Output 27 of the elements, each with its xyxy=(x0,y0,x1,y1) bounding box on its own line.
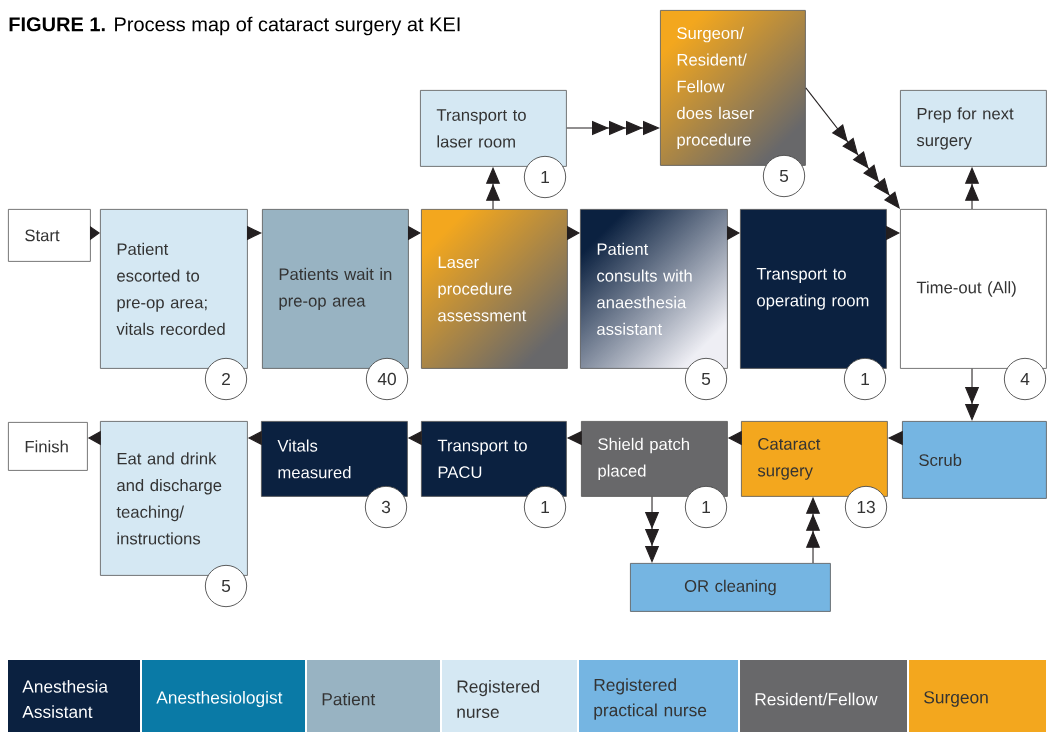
legend-item: Surgeon xyxy=(909,660,1046,732)
process-box: Prep for next surgery xyxy=(900,90,1047,167)
process-box: Shield patch placed xyxy=(581,421,728,497)
process-box: Laser procedure assessment xyxy=(421,209,568,369)
process-box: Start xyxy=(8,209,91,262)
process-box: Patients wait in pre-op area xyxy=(262,209,409,369)
process-box: Cataract surgery xyxy=(741,421,888,497)
process-box: Transport to laser room xyxy=(420,90,567,167)
arrow xyxy=(805,87,900,209)
legend-item: Resident/Fellow xyxy=(740,660,907,732)
legend-item: Anesthesia Assistant xyxy=(8,660,140,732)
legend-item: Anesthesiologist xyxy=(142,660,305,732)
process-box: Patient consults with anaesthesia assistant xyxy=(580,209,728,369)
process-box: Vitals measured xyxy=(261,421,408,497)
legend-item: Registered nurse xyxy=(442,660,577,732)
process-box: Time-out (All) xyxy=(900,209,1047,369)
process-box: Scrub xyxy=(902,421,1047,499)
process-box: Transport to operating room xyxy=(740,209,887,369)
process-box: Transport to PACU xyxy=(421,421,567,497)
legend-item: Registered practical nurse xyxy=(579,660,738,732)
process-box: Patient escorted to pre-op area; vitals recorded xyxy=(100,209,248,369)
process-box: OR cleaning xyxy=(630,563,831,612)
figure-title: FIGURE 1. Process map of cataract surgery at KEI xyxy=(9,16,460,36)
process-box: Finish xyxy=(8,422,88,471)
process-box: Surgeon/ Resident/ Fellow does laser procedure xyxy=(660,10,806,166)
process-box: Eat and drink and discharge teaching/ instructions xyxy=(100,421,248,576)
legend-item: Patient xyxy=(307,660,440,732)
